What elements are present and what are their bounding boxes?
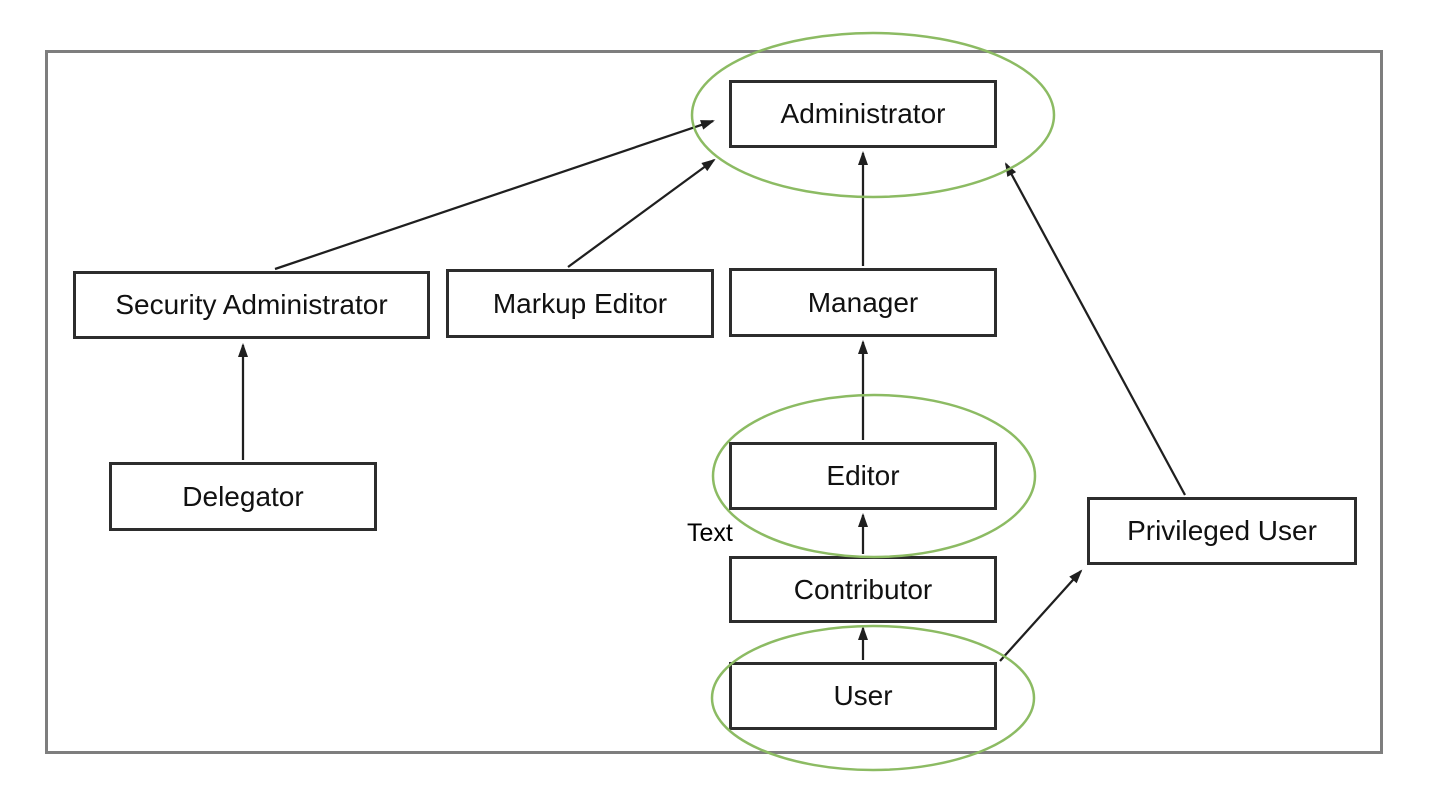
node-contributor: Contributor xyxy=(729,556,997,623)
diagram-frame xyxy=(45,50,1383,754)
node-markup-editor: Markup Editor xyxy=(446,269,714,338)
node-security-administrator: Security Administrator xyxy=(73,271,430,339)
node-privileged-user: Privileged User xyxy=(1087,497,1357,565)
node-delegator: Delegator xyxy=(109,462,377,531)
free-text-annotation: Text xyxy=(687,519,733,547)
node-user: User xyxy=(729,662,997,730)
node-administrator: Administrator xyxy=(729,80,997,148)
node-manager: Manager xyxy=(729,268,997,337)
node-editor: Editor xyxy=(729,442,997,510)
